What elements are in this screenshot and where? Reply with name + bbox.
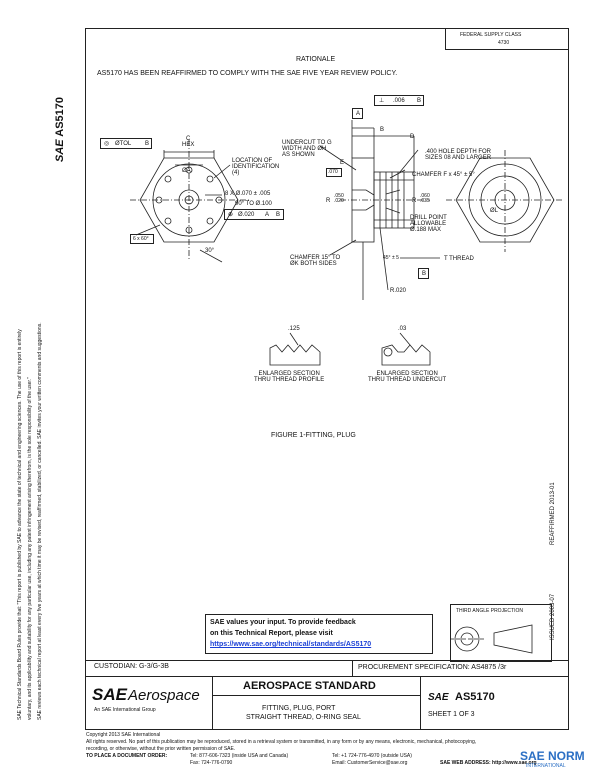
- title-sae-mark: SAE: [428, 692, 449, 703]
- title-divider-1: [212, 676, 213, 730]
- logo-word-aerospace: Aerospace: [128, 687, 200, 704]
- label-countersink: 90° TO Ø.100: [235, 201, 272, 207]
- perpendicularity-icon: ⊥: [379, 98, 385, 104]
- custodian-row-top: [85, 660, 569, 661]
- label-b: B: [380, 127, 385, 133]
- logo-tagline: An SAE International Group: [94, 707, 156, 713]
- label-six-x-box: 6 x 60°: [130, 234, 154, 244]
- datum-b-label: B: [422, 271, 427, 277]
- custodian-divider: [352, 660, 353, 676]
- fcf-datum: B: [145, 141, 150, 147]
- footer-rights: All rights reserved. No part of this pub…: [86, 739, 477, 745]
- custodian: CUSTODIAN: G-3/G-3B: [94, 663, 169, 670]
- title-divider-h: [212, 695, 420, 696]
- label-phi-l: ØL: [490, 208, 499, 214]
- footer-tel-2: Tel: +1 724-776-4970 (outside USA): [332, 753, 412, 759]
- disclaimer-line-3: SAE reviews each technical report at lea…: [37, 322, 43, 720]
- label-r020: R.020: [390, 288, 407, 294]
- label-r1: R: [326, 198, 331, 204]
- sae-aerospace-logo: SAE Aerospace An SAE International Group: [92, 684, 212, 724]
- label-phi-a: ØA: [182, 168, 191, 174]
- feedback-link[interactable]: https://www.sae.org/technical/standards/…: [210, 641, 372, 648]
- disclaimer-line-2: voluntary, and its applicability and sui…: [27, 377, 33, 720]
- label-r1-values: .050 .020: [334, 193, 344, 204]
- section-2-value: .03: [398, 326, 407, 332]
- section-1-value: .125: [288, 326, 300, 332]
- rationale-heading: RATIONALE: [296, 56, 336, 63]
- section-1-caption: ENLARGED SECTION THRU THREAD PROFILE: [254, 371, 325, 383]
- concentricity-icon: ◎: [104, 141, 110, 147]
- label-r2: R: [412, 198, 417, 204]
- label-070-box: .070: [326, 168, 342, 177]
- title-line-1: FITTING, PLUG, PORT: [262, 705, 336, 712]
- footer-copyright: Copyright 2013 SAE International: [86, 732, 161, 738]
- position-datum-b: B: [276, 212, 281, 218]
- footer-fax: Fax: 724-776-0790: [190, 760, 233, 766]
- label-t-thread: T THREAD: [444, 256, 474, 262]
- footer-email: Email: CustomerService@sae.org: [332, 760, 408, 766]
- label-holes: 8 X Ø.070 ± .005: [225, 191, 271, 197]
- position-datum-a: A: [265, 212, 270, 218]
- position-tol: Ø.020: [238, 212, 255, 218]
- perp-datum: B: [417, 98, 422, 104]
- footer-tel-1: Tel: 877-606-7323 (inside USA and Canada…: [190, 753, 289, 759]
- side-strip-divider: [85, 28, 86, 730]
- watermark-sub: INTERNATIONAL: [526, 763, 566, 769]
- footer-order-label: TO PLACE A DOCUMENT ORDER:: [86, 753, 168, 759]
- label-drill-point: DRILL POINT ALLOWABLE Ø.188 MAX: [410, 215, 447, 233]
- side-logo: SAE: [54, 139, 66, 162]
- section-2-caption: ENLARGED SECTION THRU THREAD UNDERCUT: [368, 371, 447, 383]
- perp-tolerance: .006: [393, 98, 405, 104]
- figure-caption: FIGURE 1-FITTING, PLUG: [271, 432, 356, 439]
- title-doc-number: AS5170: [455, 691, 495, 703]
- fcf-tolerance: ØTOL: [115, 141, 132, 147]
- title-divider-2: [420, 676, 421, 730]
- feedback-line-1: SAE values your input. To provide feedba…: [210, 619, 356, 626]
- label-undercut: UNDERCUT TO G WIDTH AND ØH AS SHOWN: [282, 140, 332, 158]
- sheet-number: SHEET 1 OF 3: [428, 711, 475, 718]
- fcf-perpendicularity: ⊥ .006 B: [374, 95, 424, 106]
- label-070: .070: [328, 169, 338, 175]
- footer-rights-2: recording, or otherwise, without the pri…: [86, 746, 236, 752]
- label-location: LOCATION OF IDENTIFICATION (4): [232, 158, 280, 176]
- supply-class-box: FEDERAL SUPPLY CLASS 4730: [445, 28, 569, 50]
- label-d: D: [410, 134, 415, 140]
- fcf-concentricity: ◎ ØTOL B: [100, 138, 152, 149]
- label-r2-values: .060 .035: [420, 193, 430, 204]
- side-doc-id: SAE AS5170: [54, 96, 66, 162]
- label-hole-depth: .400 HOLE DEPTH FOR SIZES 08 AND LARGER: [425, 149, 492, 161]
- footer-web: SAE WEB ADDRESS: http://www.sae.org: [440, 760, 537, 766]
- side-doc-number: AS5170: [54, 96, 66, 137]
- fcf-position: ⊕ Ø.020 A B: [224, 209, 284, 220]
- disclaimer-line-1: SAE Technical Standards Board Rules prov…: [17, 329, 23, 720]
- label-e: E: [340, 160, 345, 166]
- label-six-x: 6 x 60°: [133, 236, 149, 242]
- label-chamfer-15: CHAMFER 15° TO ØK BOTH SIDES: [290, 255, 341, 267]
- projection-label: THIRD ANGLE PROJECTION: [456, 608, 523, 614]
- position-icon: ⊕: [228, 212, 234, 218]
- title-line-2: STRAIGHT THREAD, O-RING SEAL: [246, 714, 361, 721]
- projection-box: THIRD ANGLE PROJECTION: [450, 604, 552, 662]
- feedback-box: SAE values your input. To provide feedba…: [205, 614, 433, 654]
- label-45: 45° ± 5: [383, 255, 399, 261]
- title-block-top: [85, 676, 569, 677]
- procurement-spec: PROCUREMENT SPECIFICATION: AS4875 /3r: [358, 664, 507, 671]
- label-chamfer-f: CHAMFER F x 45° ± 5°: [412, 172, 475, 178]
- reaffirmed-date: REAFFIRMED 2013-01: [550, 482, 556, 545]
- datum-a-box: A: [352, 108, 363, 119]
- watermark-text: SAE NORM: [520, 749, 585, 763]
- label-thirty: 30°: [205, 248, 215, 254]
- label-c-hex: C HEX: [182, 136, 195, 148]
- supply-class-label: FEDERAL SUPPLY CLASS: [460, 32, 522, 38]
- aerospace-standard: AEROSPACE STANDARD: [243, 680, 376, 692]
- feedback-line-2: on this Technical Report, please visit: [210, 630, 333, 637]
- rationale-text: AS5170 HAS BEEN REAFFIRMED TO COMPLY WIT…: [97, 70, 398, 77]
- datum-a-label: A: [356, 111, 361, 117]
- datum-b-box: B: [418, 268, 429, 279]
- supply-class-value: 4730: [498, 40, 510, 46]
- logo-word-sae: SAE: [92, 685, 127, 704]
